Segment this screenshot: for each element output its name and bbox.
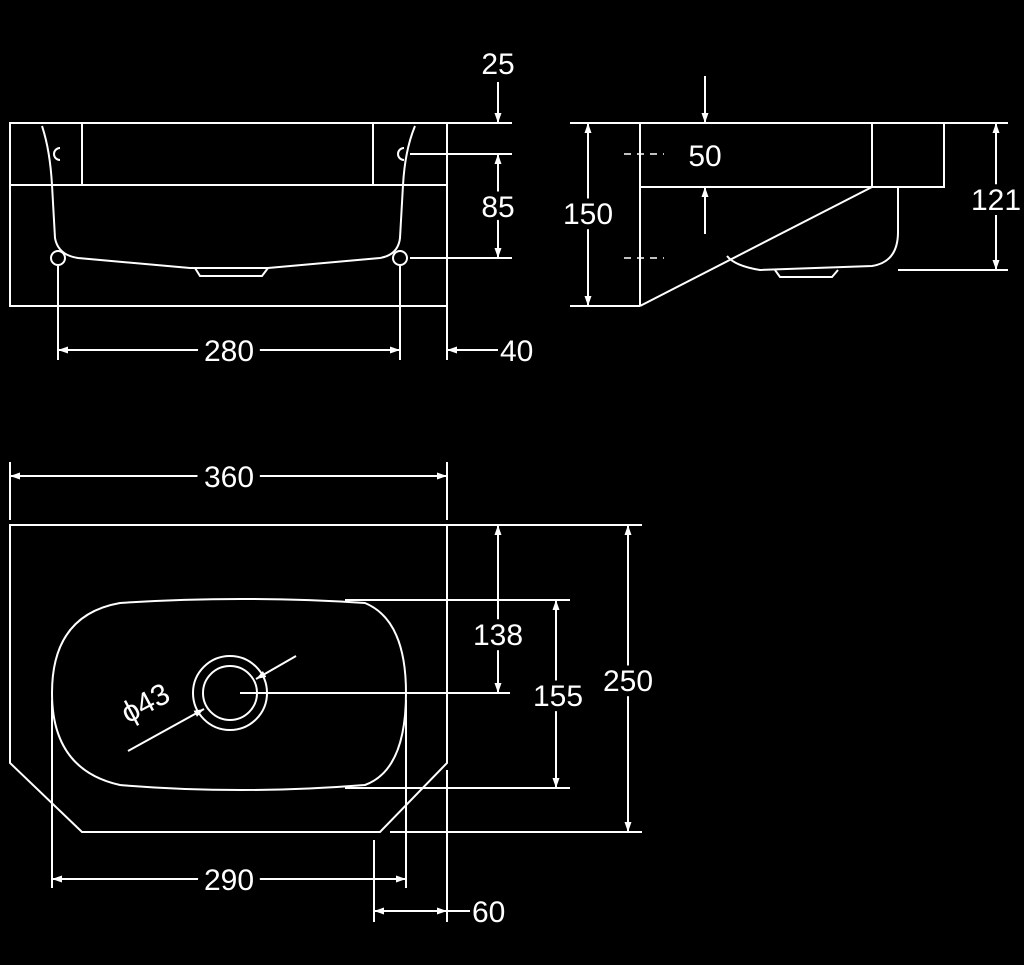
dim-25-label: 25 (481, 48, 514, 81)
front-drain (194, 267, 269, 277)
dim-diameter-label: ϕ43 (116, 677, 176, 730)
dim-290-label: 290 (204, 864, 254, 897)
mount-hole-left (50, 250, 66, 266)
front-view: 25 85 280 40 (9, 48, 533, 375)
dim-138-label: 138 (473, 619, 523, 652)
dim-diameter-leader-lower (127, 708, 205, 752)
dim-121-label: 121 (971, 184, 1021, 217)
plan-outline (9, 524, 448, 833)
side-rim (639, 122, 945, 188)
dim-150-label: 150 (563, 198, 613, 231)
plan-bowl-outline (50, 598, 408, 791)
front-bowl-profile (41, 125, 416, 269)
side-view: 150 121 50 (558, 76, 1024, 307)
dim-280-label: 280 (204, 335, 254, 368)
dim-360-label: 360 (204, 461, 254, 494)
dim-60-label: 60 (472, 896, 505, 929)
dim-155-label: 155 (533, 680, 583, 713)
side-drain (774, 269, 839, 278)
dim-diameter-leader-upper (255, 655, 297, 680)
dim-250-label: 250 (603, 665, 653, 698)
bracket-left (53, 147, 61, 161)
side-bracket-diagonal (639, 186, 873, 307)
front-outline (9, 122, 448, 307)
side-bowl-profile (726, 187, 899, 272)
mount-hole-right (392, 250, 408, 266)
dim-85-label: 85 (481, 191, 514, 224)
dim-50-label: 50 (688, 140, 721, 173)
dim-40-label: 40 (500, 335, 533, 368)
plan-view: 360 138 155 250 ϕ43 290 60 (9, 454, 658, 929)
bracket-right (397, 147, 405, 161)
